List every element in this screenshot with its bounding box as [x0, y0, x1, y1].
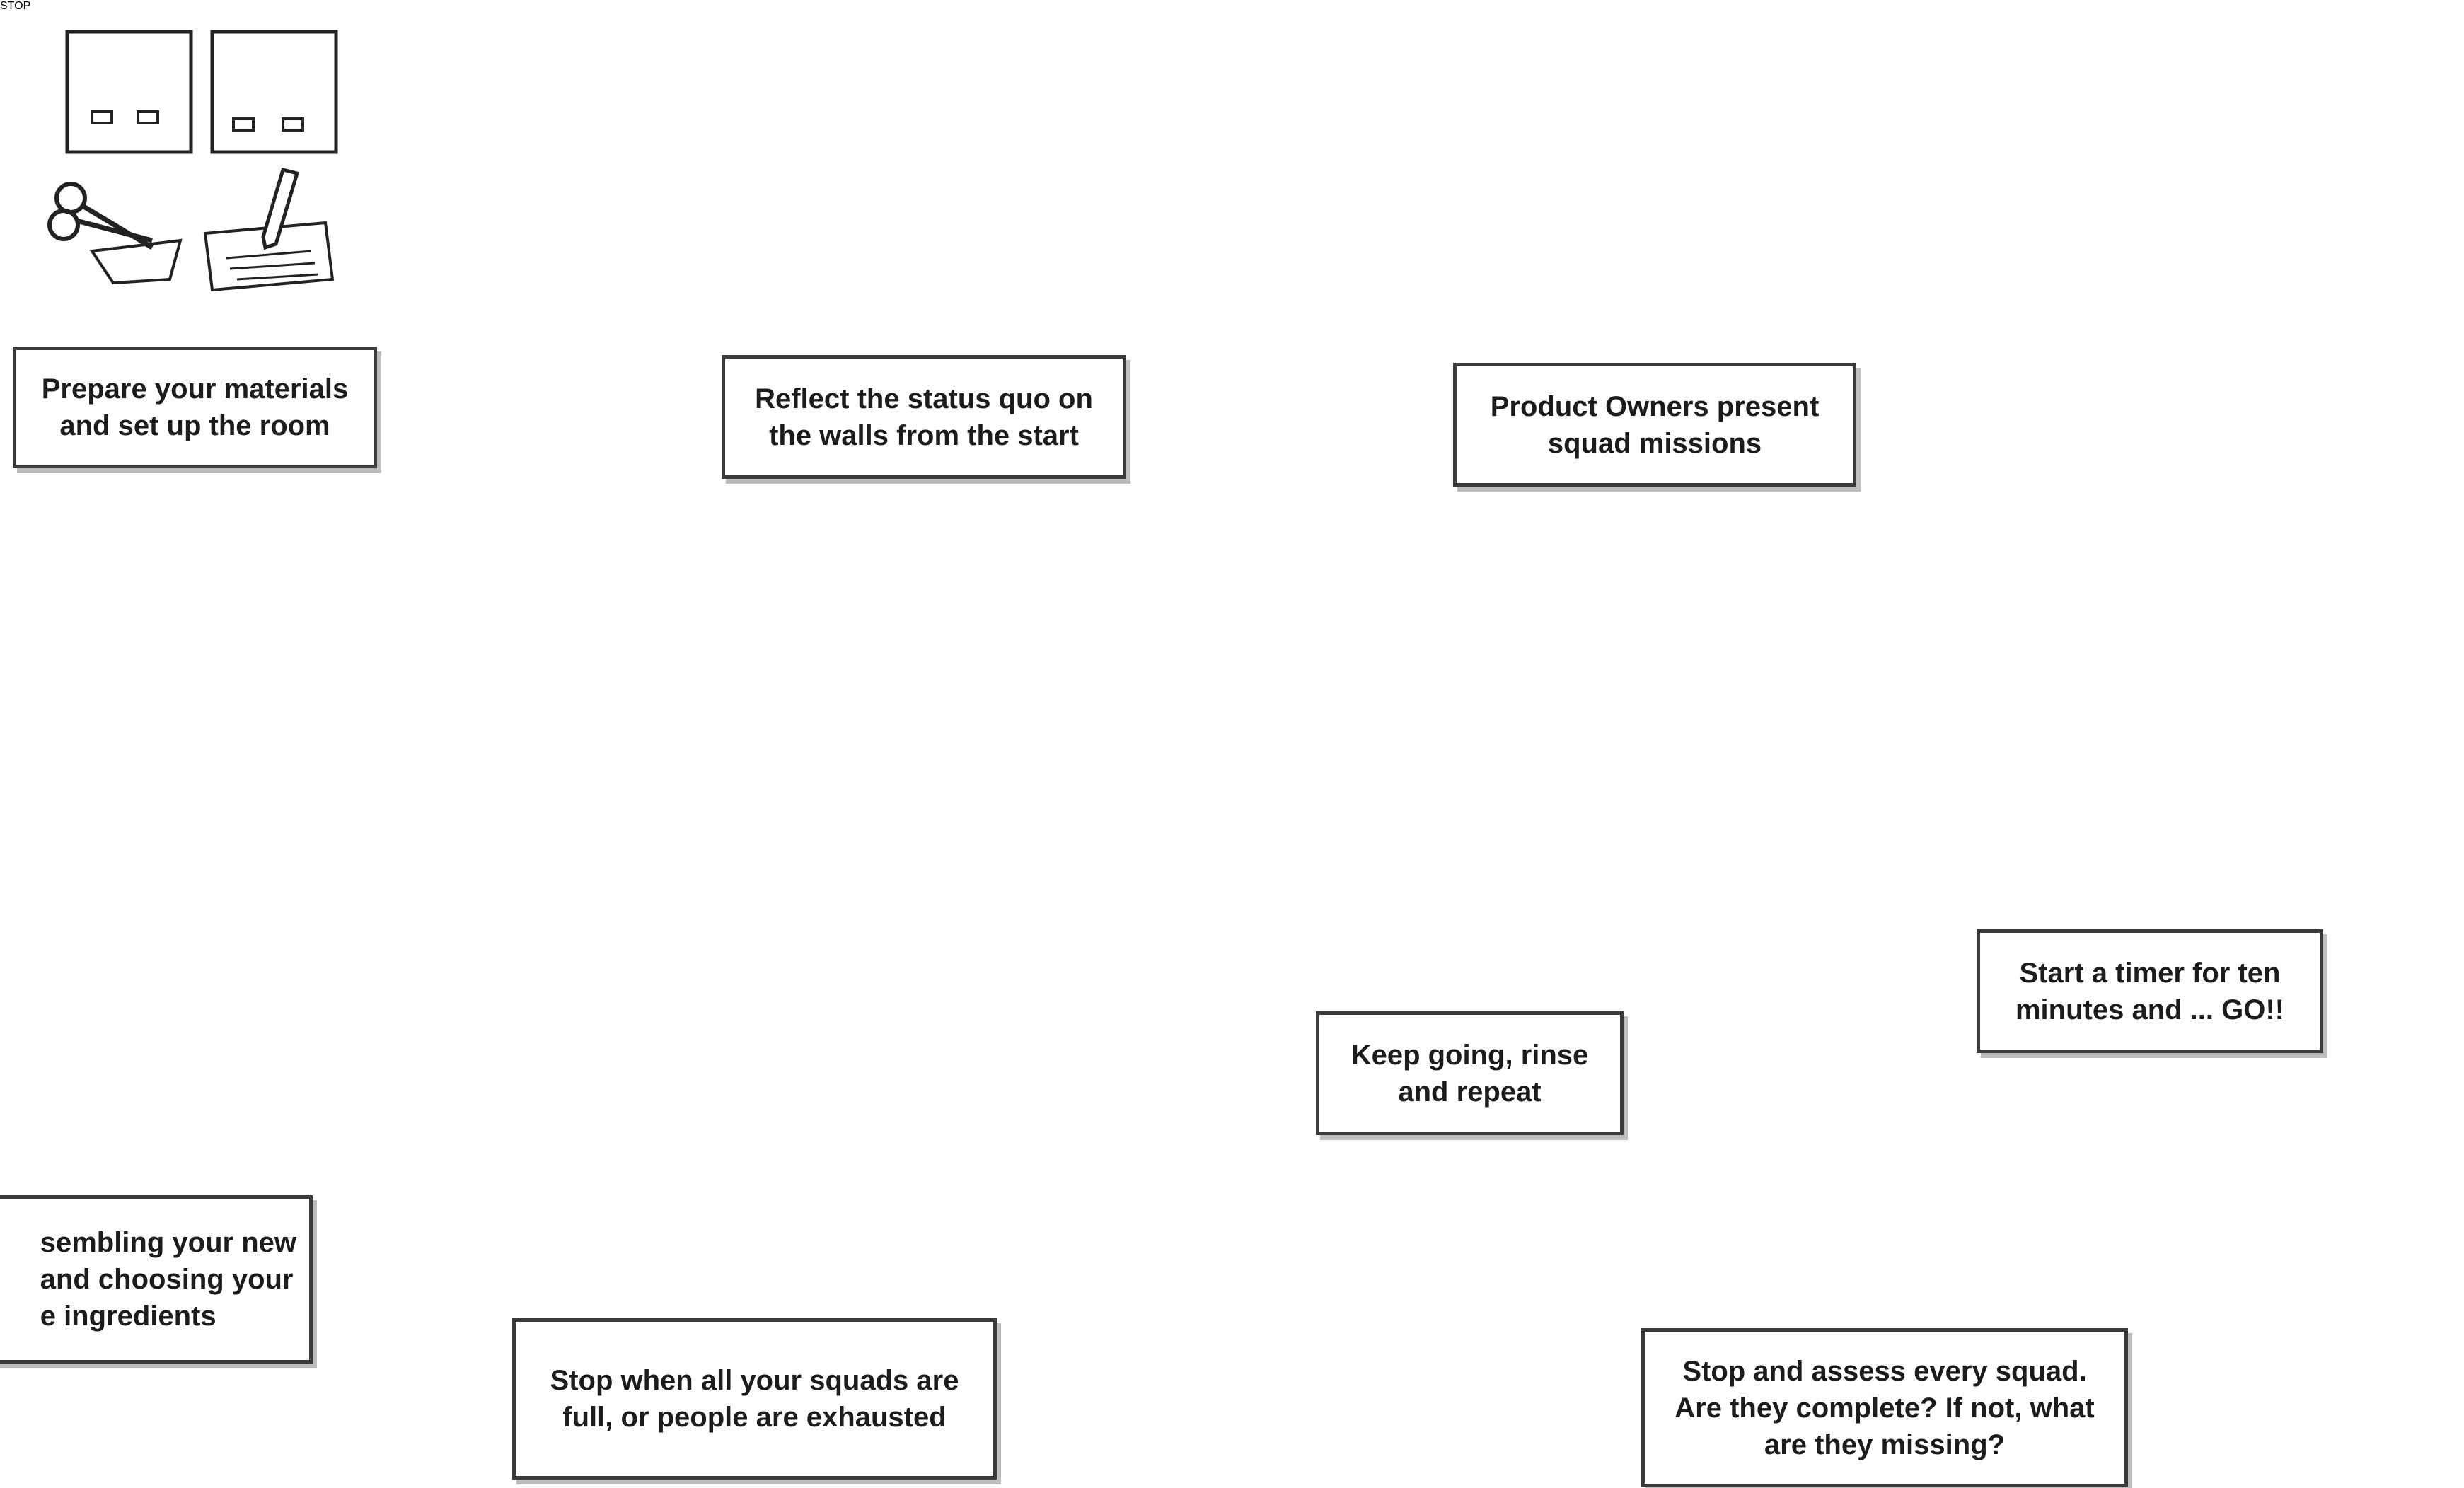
step-label-present: Product Owners present squad missions: [1453, 363, 1856, 487]
step-label-prepare: Prepare your materials and set up the ro…: [13, 347, 377, 468]
step-label-timer: Start a timer for ten minutes and ... GO…: [1977, 929, 2323, 1053]
card-icon: [65, 30, 193, 154]
stop-sign-icon: STOP: [0, 0, 31, 12]
iteration-loop: STOP Prepare your materials and set up t…: [0, 0, 2323, 1487]
scissors-icon: [47, 182, 183, 285]
step-label-assemble: sembling your new and choosing your e in…: [0, 1195, 313, 1364]
step-label-reflect: Reflect the status quo on the walls from…: [722, 355, 1126, 479]
card-icon: [210, 30, 338, 154]
step-label-assess: Stop and assess every squad. Are they co…: [1641, 1328, 2128, 1487]
step-label-stop: Stop when all your squads are full, or p…: [512, 1318, 997, 1480]
step-label-repeat: Keep going, rinse and repeat: [1316, 1011, 1624, 1135]
pen-and-paper-icon: [203, 167, 335, 292]
